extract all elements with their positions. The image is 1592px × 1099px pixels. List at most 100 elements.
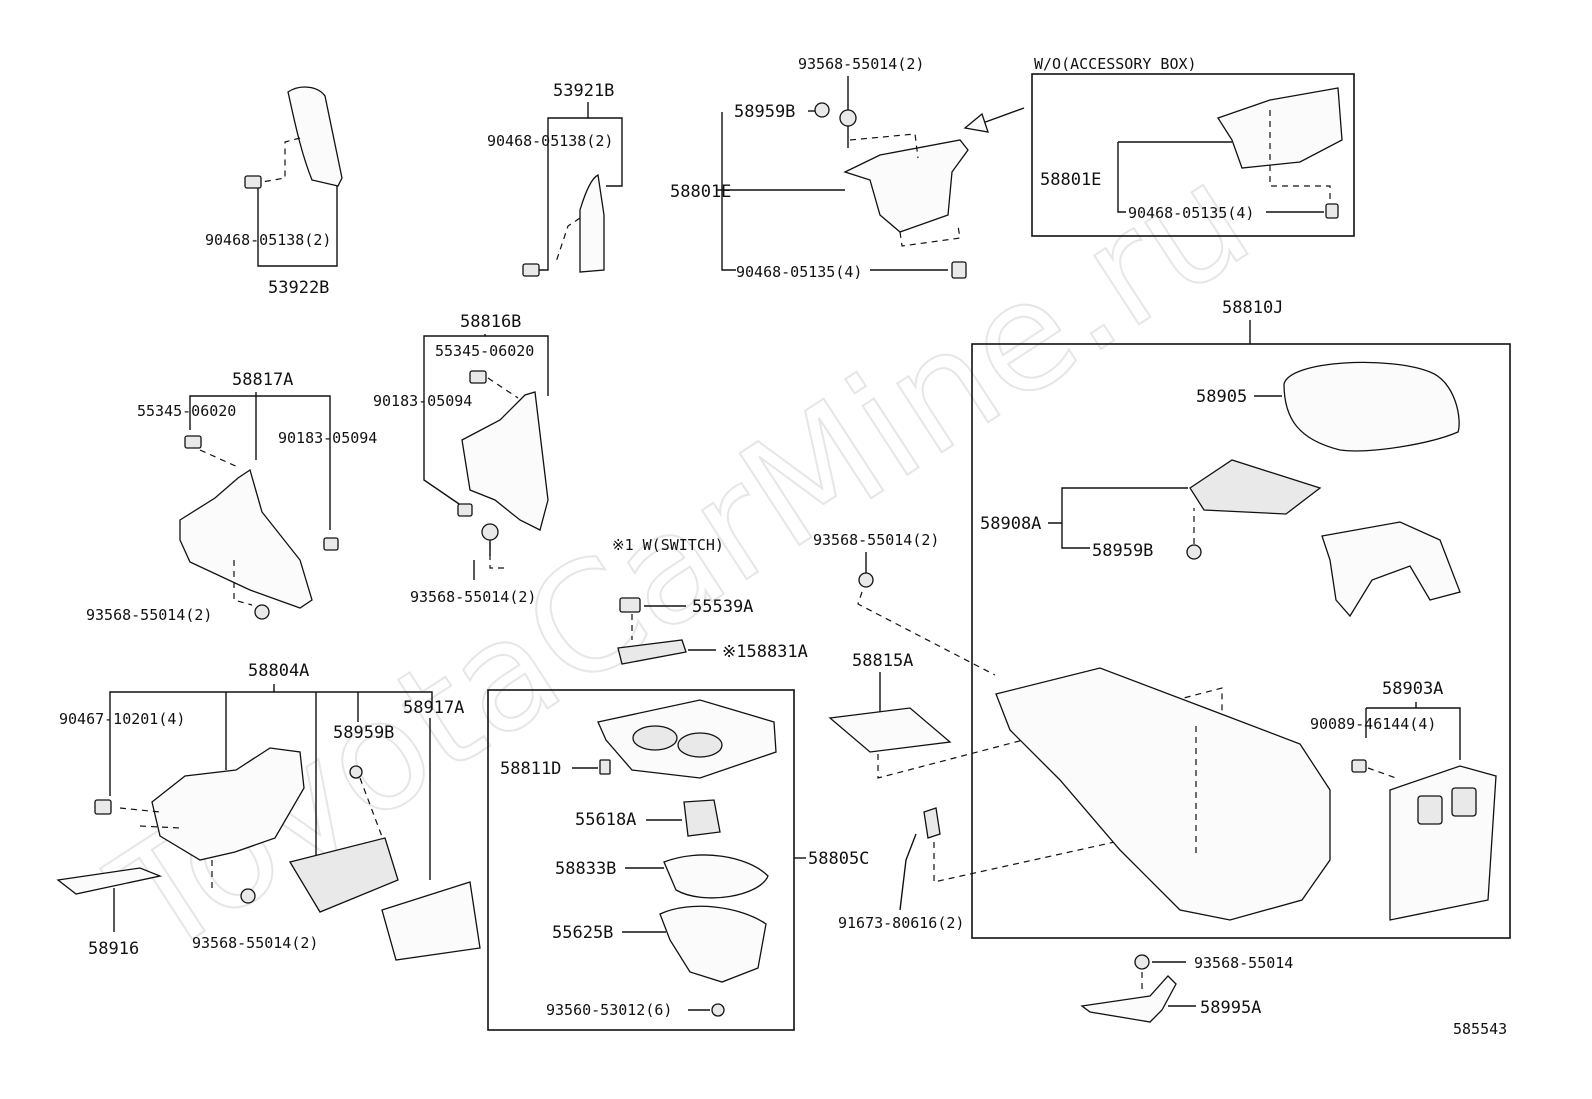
bracket-group: 93568-55014 58995A: [1080, 954, 1293, 1023]
clip-icon: [522, 263, 540, 277]
clip-icon: [457, 503, 473, 517]
part-53921b-shape: [579, 174, 605, 273]
part-58995a-shape: [1080, 975, 1177, 1023]
screw-icon: [839, 109, 857, 127]
label-58959b-top: 58959B: [734, 102, 795, 122]
label-53921b: 53921B: [553, 81, 614, 101]
arrow-icon: [979, 107, 1025, 125]
clip-icon: [599, 759, 611, 775]
cup-hole-icon: [632, 725, 678, 751]
part-console-body-shape: [995, 667, 1331, 921]
part-58905-armrest-shape: [1283, 361, 1460, 452]
label-53922b: 53922B: [268, 278, 329, 298]
part-58804a-group: 58804A 90467-10201(4) 58959B 58917A 5891…: [56, 661, 481, 961]
label-58810j: 58810J: [1222, 298, 1283, 318]
bolt-icon: [923, 807, 941, 839]
clip-icon: [469, 370, 487, 384]
label-58815a: 58815A: [852, 651, 913, 671]
part-58804a-shape: [151, 747, 305, 861]
console-box-frame: [971, 343, 1511, 939]
label-90468-05138-b: 90468-05138(2): [487, 132, 613, 150]
vent-icon: [1451, 787, 1477, 817]
switch-icon: [619, 597, 641, 613]
accessory-box-frame: [1031, 73, 1355, 237]
label-58908a: 58908A: [980, 514, 1041, 534]
label-58917a: 58917A: [403, 698, 464, 718]
clip-icon: [814, 102, 830, 118]
clip-icon: [244, 175, 262, 189]
part-58801e-group: 93568-55014(2) 58959B 58801E 90468-05135…: [670, 55, 1025, 281]
label-55625b: 55625B: [552, 923, 613, 943]
label-93568-55014-left: 93568-55014(2): [86, 606, 212, 624]
label-58959b-right: 58959B: [1092, 541, 1153, 561]
label-93568-55014-ctr: 93568-55014(2): [813, 531, 939, 549]
part-58801e-shape: [843, 139, 969, 233]
screw-icon: [481, 523, 499, 541]
part-58801e-box-shape: [1217, 87, 1343, 169]
part-58908a-shape: [1189, 459, 1322, 515]
screw-icon: [240, 888, 256, 904]
part-55618a-shape: [683, 799, 721, 837]
label-58995a: 58995A: [1200, 998, 1261, 1018]
clip-icon: [951, 261, 967, 279]
label-90183-05094-a: 90183-05094: [373, 392, 472, 410]
part-58817a-shape: [179, 468, 313, 609]
cup-hole-icon: [677, 732, 723, 758]
label-90183-05094-b: 90183-05094: [278, 429, 377, 447]
part-55625b-shape: [659, 905, 767, 983]
accessory-box-group: W/O(ACCESSORY BOX) 58801E 90468-05135(4): [1031, 55, 1355, 237]
part-53922b-shape: [287, 86, 343, 187]
screw-icon: [711, 1003, 725, 1017]
diagram-id: 585543: [1453, 1020, 1507, 1038]
part-58916-shape: [56, 867, 163, 895]
label-58916: 58916: [88, 939, 139, 959]
cup-holder-box-frame: [487, 689, 795, 1031]
screw-icon: [254, 604, 270, 620]
label-55345-06020-a: 55345-06020: [435, 342, 534, 360]
part-53921b-group: 53921B 90468-05138(2): [487, 81, 623, 277]
part-58917a-shape: [381, 881, 481, 961]
clip-icon: [1325, 203, 1339, 219]
clip-icon: [349, 765, 363, 779]
label-93568-55014-bl: 93568-55014(2): [192, 934, 318, 952]
clip-icon: [323, 537, 339, 551]
label-58817a: 58817A: [232, 370, 293, 390]
label-55345-06020-b: 55345-06020: [137, 402, 236, 420]
screw-icon: [858, 572, 874, 588]
label-58903a: 58903A: [1382, 679, 1443, 699]
center-parts-group: 93568-55014(2) 58815A 91673-80616(2): [813, 531, 1223, 932]
label-90468-05135: 90468-05135(4): [736, 263, 862, 281]
label-58801e-box: 58801E: [1040, 170, 1101, 190]
label-58833b: 58833B: [555, 859, 616, 879]
label-90467-10201: 90467-10201(4): [59, 710, 185, 728]
label-90089-46144: 90089-46144(4): [1310, 715, 1436, 733]
label-93568-55014-top: 93568-55014(2): [798, 55, 924, 73]
part-grille-shape: [288, 837, 399, 913]
label-55618a: 55618A: [575, 810, 636, 830]
label-wo-accessory: W/O(ACCESSORY BOX): [1034, 55, 1197, 73]
part-58816b-shape: [461, 391, 549, 531]
part-58817a-group: 58817A 55345-06020 90183-05094 93568-550…: [86, 370, 377, 624]
clip-icon: [1186, 544, 1202, 560]
label-93568-55014-mid: 93568-55014(2): [410, 588, 536, 606]
label-93568-55014-br: 93568-55014: [1194, 954, 1293, 972]
part-58816b-group: 58816B 55345-06020 90183-05094 93568-550…: [373, 312, 549, 606]
clip-icon: [1351, 759, 1367, 773]
part-58815a-shape: [828, 707, 952, 753]
label-90468-05135-box: 90468-05135(4): [1128, 204, 1254, 222]
part-58903a-shape: [1389, 765, 1497, 921]
label-90468-05138-a: 90468-05138(2): [205, 231, 331, 249]
part-hinge-shape: [1321, 521, 1461, 618]
label-58801e: 58801E: [670, 182, 731, 202]
part-58831a-shape: [617, 639, 687, 665]
clip-icon: [94, 799, 112, 815]
label-switch-note: ※1 W(SWITCH): [612, 536, 724, 554]
label-58805c: 58805C: [808, 849, 869, 869]
label-55539a: 55539A: [692, 597, 753, 617]
screw-icon: [1134, 954, 1150, 970]
label-58804a: 58804A: [248, 661, 309, 681]
label-91673-80616: 91673-80616(2): [838, 914, 964, 932]
part-53922b-group: [244, 86, 343, 267]
label-58816b: 58816B: [460, 312, 521, 332]
